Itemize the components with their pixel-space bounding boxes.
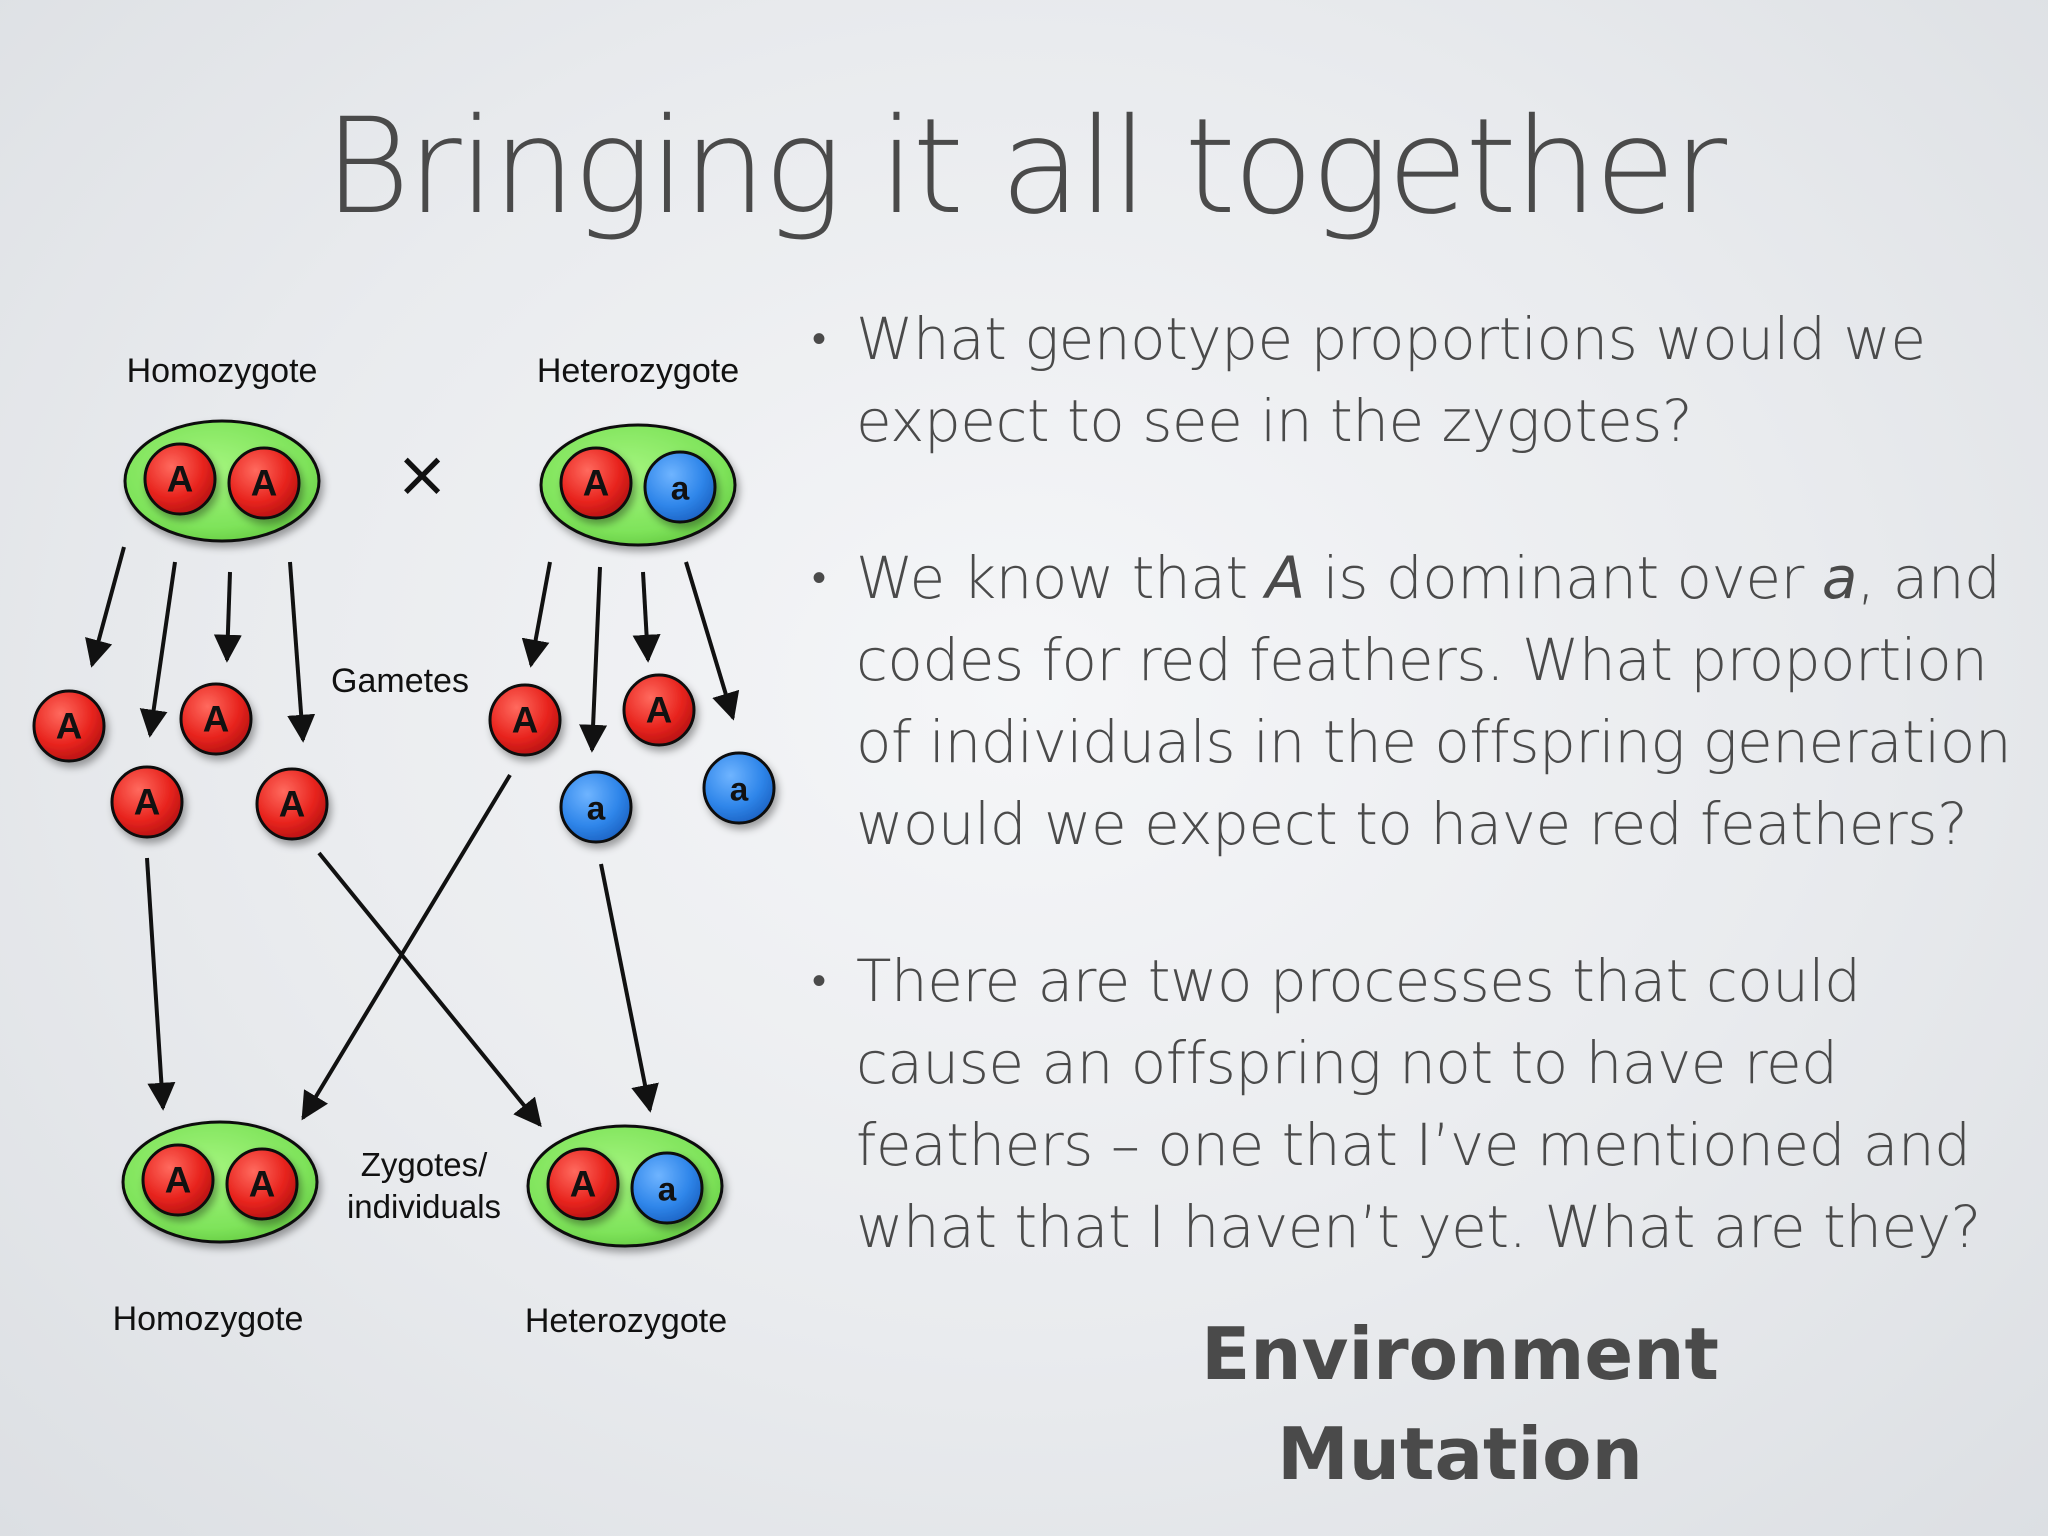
dominant-allele-circle bbox=[141, 1143, 215, 1217]
flow-arrow bbox=[85, 546, 126, 668]
flow-arrow bbox=[301, 773, 512, 1121]
allele: A bbox=[141, 1143, 215, 1217]
offspring-left-label: Homozygote bbox=[113, 1300, 304, 1338]
dominant-allele-circle bbox=[559, 446, 633, 520]
dominant-allele-circle bbox=[225, 1147, 299, 1221]
answers: Environment Mutation bbox=[1160, 1304, 1760, 1504]
bullet-question-red-feathers: We know that A is dominant over a, and c… bbox=[812, 537, 2022, 865]
genetic-cross-diagram: Homozygote Heterozygote × Gametes Zygote… bbox=[32, 352, 776, 1340]
allele-letter: A bbox=[203, 699, 230, 740]
dominant-allele-circle bbox=[255, 767, 329, 841]
allele-letter: a bbox=[587, 791, 606, 828]
parent-right-label: Heterozygote bbox=[537, 352, 739, 390]
allele-letter: A bbox=[165, 1160, 192, 1201]
allele-letter: A bbox=[134, 782, 161, 823]
gamete: A bbox=[622, 673, 696, 747]
flow-arrow bbox=[599, 863, 659, 1113]
allele: A bbox=[143, 442, 217, 516]
answer-environment: Environment bbox=[1201, 1312, 1719, 1396]
flow-arrow bbox=[684, 561, 740, 721]
gametes-label: Gametes bbox=[331, 662, 469, 700]
dominant-allele-circle bbox=[143, 442, 217, 516]
allele-letter: A bbox=[646, 690, 673, 731]
flow-arrow bbox=[139, 561, 177, 738]
allele-letter: A bbox=[512, 700, 539, 741]
parent-left-label: Homozygote bbox=[127, 352, 318, 390]
recessive-allele-circle bbox=[702, 751, 776, 825]
gamete: A bbox=[110, 765, 184, 839]
recessive-allele-circle bbox=[643, 450, 717, 524]
dominant-allele-circle bbox=[622, 673, 696, 747]
gamete: A bbox=[32, 689, 106, 763]
zygotes-label-line2: individuals bbox=[347, 1188, 501, 1225]
cross-symbol: × bbox=[395, 438, 449, 512]
allele: a bbox=[643, 450, 717, 524]
recessive-allele-circle bbox=[559, 770, 633, 844]
allele: A bbox=[225, 1147, 299, 1221]
allele-letter: A bbox=[249, 1164, 276, 1205]
dominant-allele-circle bbox=[110, 765, 184, 839]
flow-arrow bbox=[317, 851, 542, 1128]
allele-letter: A bbox=[167, 459, 194, 500]
allele-letter: A bbox=[570, 1164, 597, 1205]
flow-arrow bbox=[579, 566, 608, 753]
flow-arrow bbox=[287, 561, 316, 743]
arrows-group bbox=[85, 546, 740, 1128]
dominant-allele-circle bbox=[546, 1147, 620, 1221]
recessive-allele-circle bbox=[630, 1151, 704, 1225]
allele-letter: A bbox=[56, 706, 83, 747]
allele-letter: a bbox=[658, 1172, 677, 1209]
bullet-list: What genotype proportions would we expec… bbox=[812, 298, 2022, 1343]
gamete: A bbox=[179, 682, 253, 756]
allele-letter: a bbox=[671, 471, 690, 508]
dominant-allele-circle bbox=[488, 683, 562, 757]
allele-letter: A bbox=[279, 784, 306, 825]
allele-letter: A bbox=[251, 463, 278, 504]
flow-arrow bbox=[521, 561, 552, 668]
zygotes-label-line1: Zygotes/ bbox=[361, 1146, 488, 1183]
dominant-allele-circle bbox=[227, 446, 301, 520]
allele: A bbox=[227, 446, 301, 520]
gametes-group: A A A A A Aa a bbox=[32, 673, 776, 844]
dominant-allele-circle bbox=[32, 689, 106, 763]
gamete: a bbox=[559, 770, 633, 844]
flow-arrow bbox=[145, 857, 176, 1111]
dominant-allele-circle bbox=[179, 682, 253, 756]
bullet-question-processes: There are two processes that could cause… bbox=[812, 940, 2022, 1268]
allele: A bbox=[546, 1147, 620, 1221]
gamete: A bbox=[255, 767, 329, 841]
slide-title: Bringing it all together bbox=[323, 90, 1727, 244]
allele: A bbox=[559, 446, 633, 520]
allele-letter: a bbox=[730, 772, 749, 809]
answer-mutation: Mutation bbox=[1277, 1412, 1643, 1496]
offspring-right-label: Heterozygote bbox=[525, 1302, 727, 1340]
flow-arrow bbox=[213, 571, 242, 663]
allele: a bbox=[630, 1151, 704, 1225]
gamete: a bbox=[702, 751, 776, 825]
allele-letter: A bbox=[583, 463, 610, 504]
flow-arrow bbox=[632, 571, 661, 663]
bullet-question-genotypes: What genotype proportions would we expec… bbox=[812, 298, 2022, 462]
gamete: A bbox=[488, 683, 562, 757]
